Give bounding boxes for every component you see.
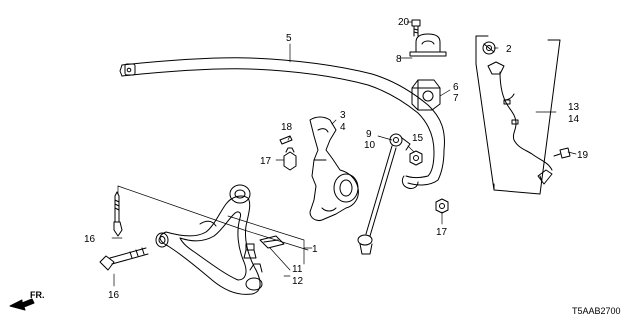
flange-bolt-21 xyxy=(411,19,421,37)
callout-10: 10 xyxy=(364,140,376,151)
callout-2: 2 xyxy=(506,44,512,55)
diagram-code: T5AAB2700 xyxy=(572,306,621,316)
lower-arm xyxy=(155,184,261,295)
callout-1: 1 xyxy=(312,244,318,255)
callout-3: 3 xyxy=(340,110,346,121)
callout-8: 8 xyxy=(396,54,402,65)
stabilizer-link xyxy=(357,133,411,255)
sensor-clip xyxy=(482,41,496,55)
ball-joint-boot xyxy=(259,235,285,249)
flange-bolt-16-lower xyxy=(99,247,149,271)
callout-7: 7 xyxy=(453,93,459,104)
self-locking-nut-15 xyxy=(409,150,423,166)
bushing-holder xyxy=(409,33,447,57)
callout-15: 15 xyxy=(412,133,424,144)
sensor-group-bracket xyxy=(475,35,561,195)
front-direction-arrow xyxy=(9,298,35,311)
callouts: 5 20 8 6 7 2 13 14 19 3 4 18 17 9 10 15 … xyxy=(30,17,621,316)
stabilizer-bushing xyxy=(411,79,441,111)
callout-16-lower: 16 xyxy=(108,290,120,301)
callout-9: 9 xyxy=(366,129,372,140)
front-direction-label: FR. xyxy=(30,290,45,300)
callout-20: 19 xyxy=(577,150,589,161)
flange-bolt-16-upper xyxy=(113,191,123,237)
callout-21: 20 xyxy=(398,17,410,28)
retaining-clip xyxy=(279,135,293,145)
callout-18: 17 xyxy=(260,156,272,167)
callout-13: 13 xyxy=(568,102,580,113)
sensor-bolt xyxy=(553,147,571,159)
callout-16-upper: 16 xyxy=(84,234,96,245)
callout-6: 6 xyxy=(453,82,459,93)
self-locking-nut-17 xyxy=(435,198,449,214)
ball-joint xyxy=(243,243,263,291)
castle-nut xyxy=(283,147,297,171)
callout-4: 4 xyxy=(340,122,346,133)
callout-19: 18 xyxy=(281,122,293,133)
leader-lines xyxy=(111,21,577,287)
callout-17: 17 xyxy=(436,227,448,238)
callout-1-5: 5 xyxy=(286,33,292,44)
callout-12: 12 xyxy=(292,276,304,287)
wheel-speed-sensor xyxy=(487,61,553,185)
callout-14: 14 xyxy=(568,114,580,125)
steering-knuckle xyxy=(309,116,359,221)
stabilizer-bar xyxy=(119,57,445,189)
callout-11: 11 xyxy=(292,264,303,275)
